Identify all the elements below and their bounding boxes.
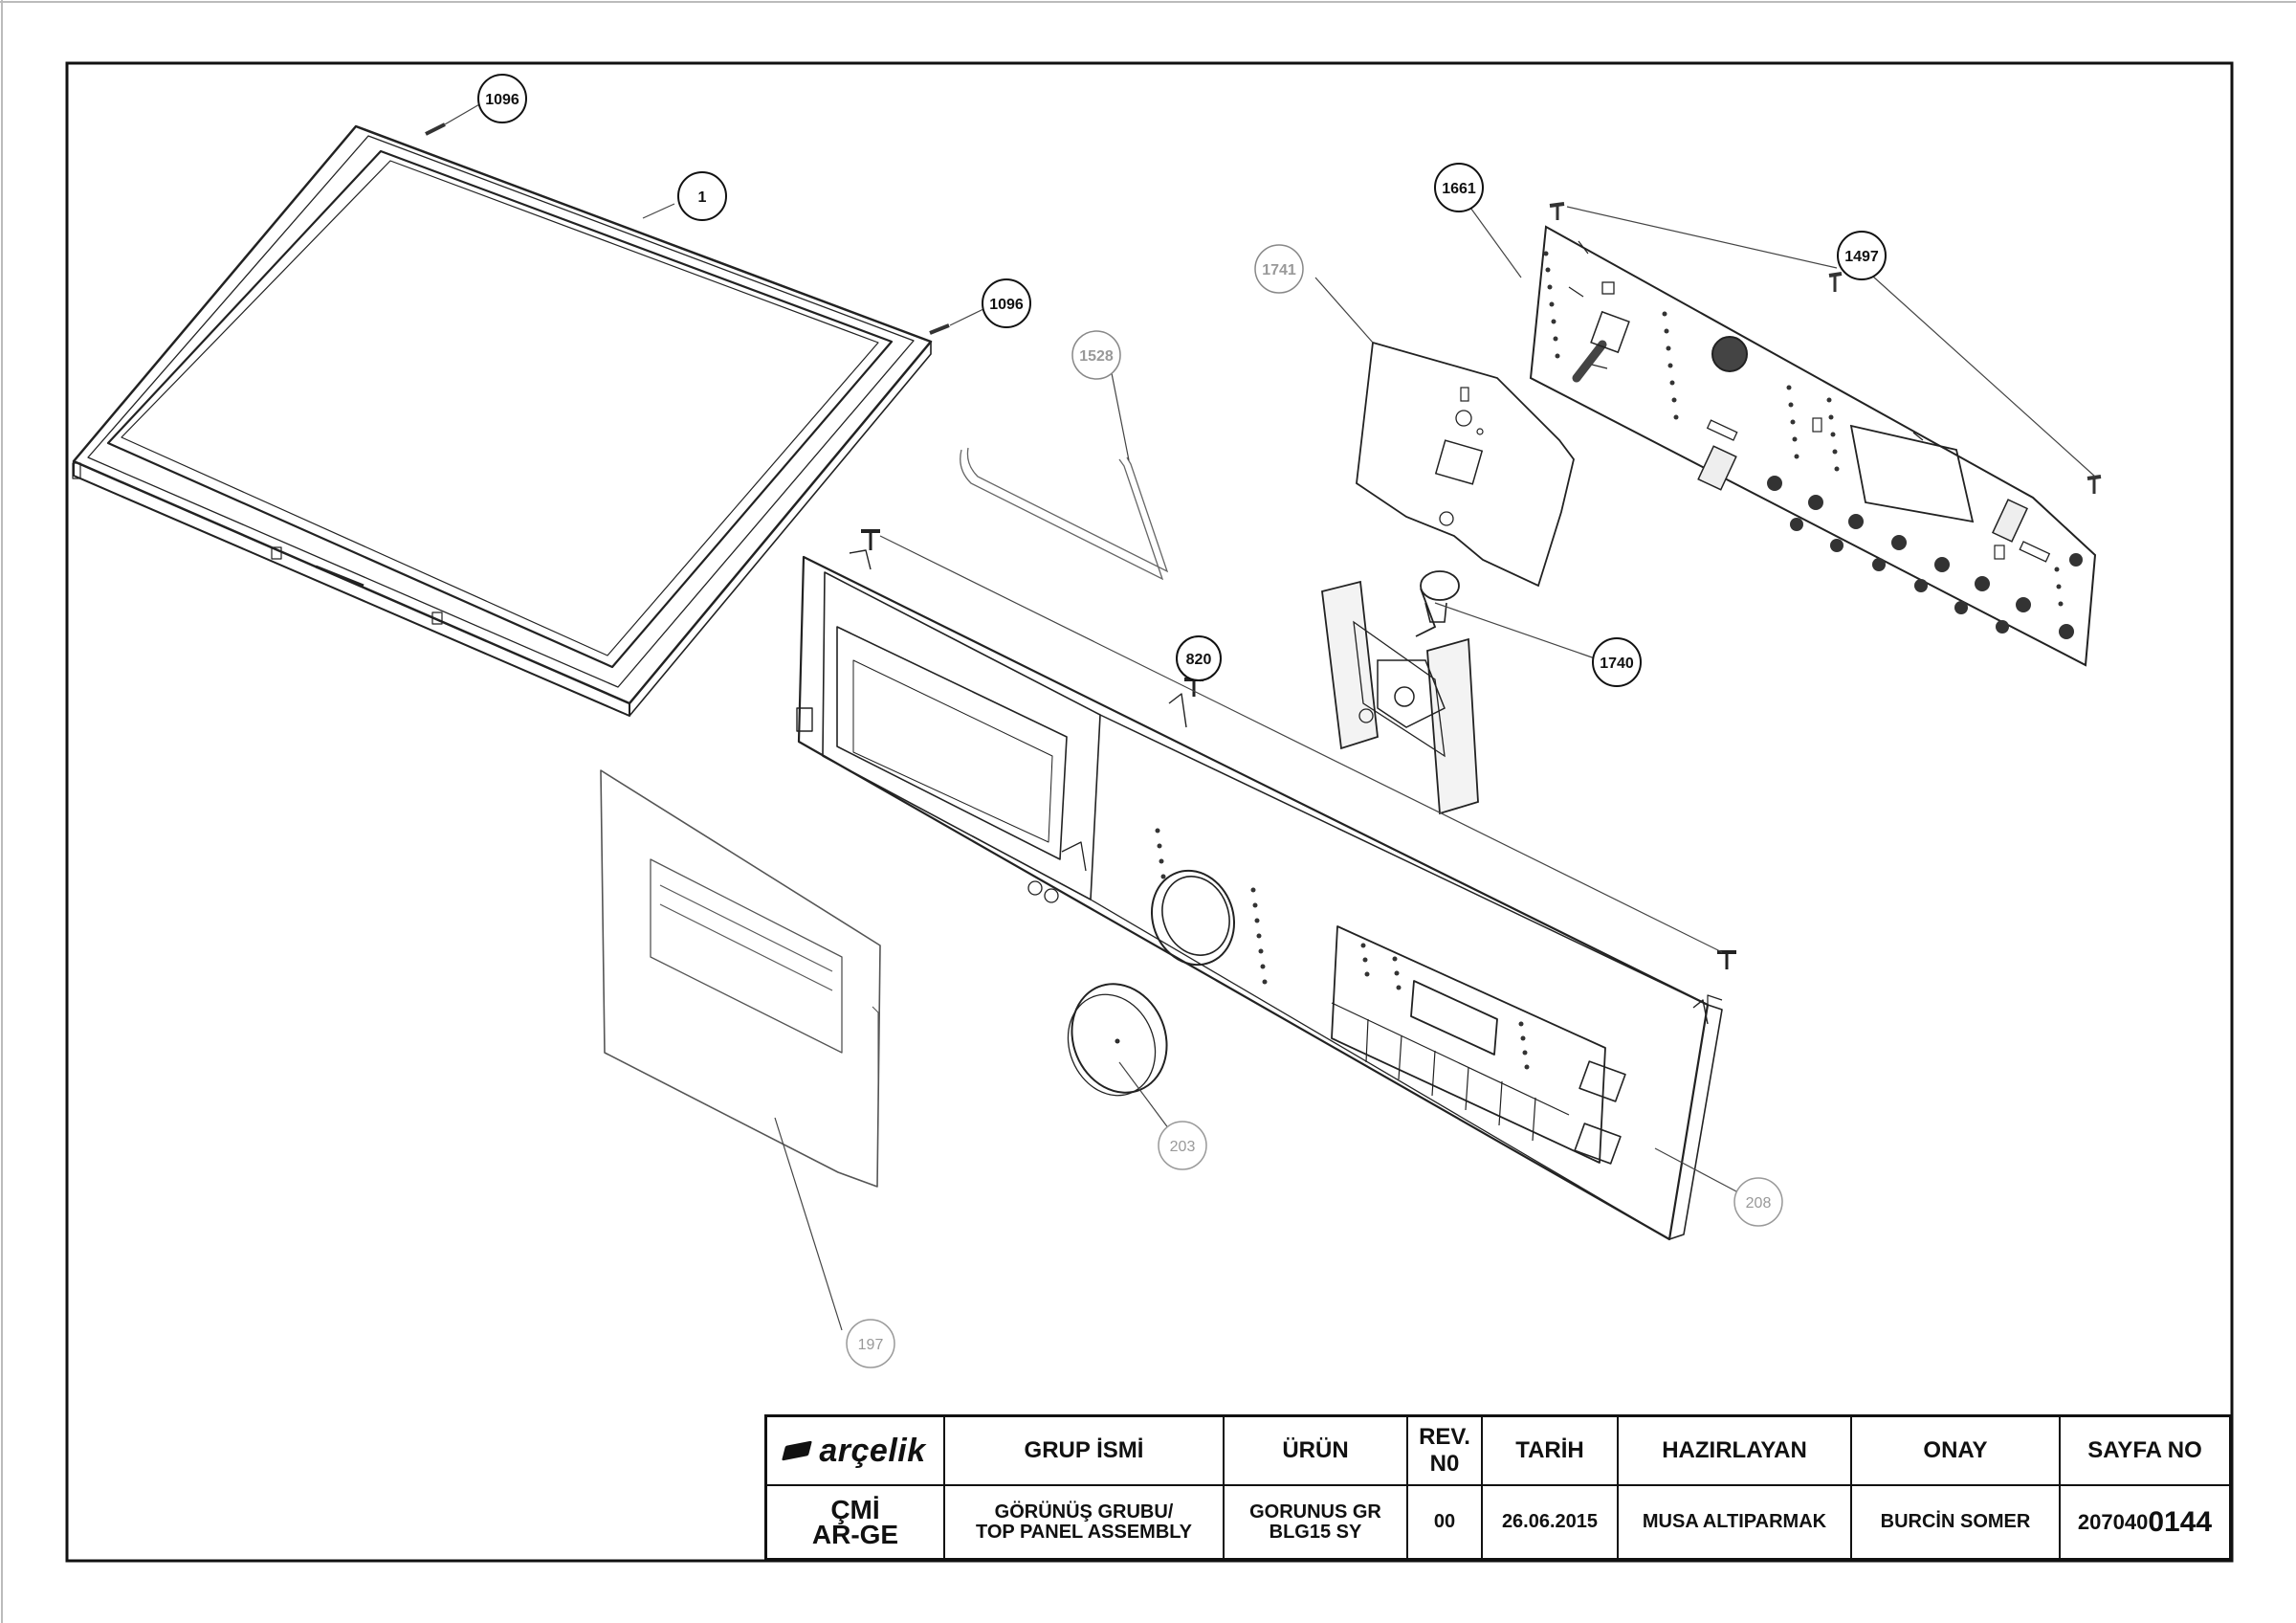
onay-value: BURCİN SOMER bbox=[1852, 1486, 2061, 1558]
callout-bubbles: 1096 1 1096 1661 1497 820 1740 bbox=[477, 74, 1887, 687]
svg-text:208: 208 bbox=[1746, 1195, 1772, 1212]
title-block: arçelik GRUP İSMİ ÜRÜN REV. N0 TARİH HAZ… bbox=[764, 1414, 2232, 1561]
drawing-frame bbox=[65, 61, 2234, 1563]
grup-value: GÖRÜNÜŞ GRUBU/ TOP PANEL ASSEMBLY bbox=[945, 1486, 1225, 1558]
brand-cell: arçelik bbox=[767, 1417, 945, 1486]
tarih-value: 26.06.2015 bbox=[1483, 1486, 1619, 1558]
knob-holder-part bbox=[1321, 570, 1479, 815]
callout-1528: 1528 bbox=[1071, 330, 1121, 380]
screw-1096-right bbox=[929, 323, 950, 335]
grup-header: GRUP İSMİ bbox=[945, 1417, 1225, 1486]
board-buttons bbox=[1767, 476, 2083, 639]
screw-820 bbox=[861, 529, 1736, 969]
arcelik-logo-icon bbox=[782, 1440, 813, 1461]
dept-cell: ÇMİ AR-GE bbox=[767, 1486, 945, 1558]
svg-text:820: 820 bbox=[1186, 652, 1212, 668]
callout-bubbles-light: 1528 1741 203 208 197 bbox=[846, 244, 1783, 1368]
control-board-part bbox=[1529, 225, 2097, 667]
front-panel-indicators bbox=[1155, 828, 1530, 1070]
urun-header: ÜRÜN bbox=[1225, 1417, 1408, 1486]
svg-text:203: 203 bbox=[1170, 1139, 1196, 1155]
svg-text:1528: 1528 bbox=[1079, 348, 1114, 365]
leader-lines bbox=[444, 102, 2096, 1331]
callout-203: 203 bbox=[1158, 1121, 1207, 1170]
svg-text:1096: 1096 bbox=[485, 92, 519, 108]
top-panel-part bbox=[72, 124, 933, 717]
callout-1096-right: 1096 bbox=[982, 278, 1031, 328]
knob-part bbox=[1067, 983, 1168, 1097]
callout-1661: 1661 bbox=[1434, 163, 1484, 212]
hazirlayan-value: MUSA ALTIPARMAK bbox=[1619, 1486, 1852, 1558]
onay-header: ONAY bbox=[1852, 1417, 2061, 1486]
sayfa-header: SAYFA NO bbox=[2061, 1417, 2229, 1486]
brand-name: arçelik bbox=[819, 1432, 926, 1469]
hose-part bbox=[960, 447, 1169, 581]
callout-820: 820 bbox=[1176, 635, 1222, 681]
callout-208: 208 bbox=[1733, 1177, 1783, 1227]
svg-text:1497: 1497 bbox=[1844, 249, 1879, 265]
rev-header: REV. N0 bbox=[1408, 1417, 1483, 1486]
svg-text:1740: 1740 bbox=[1600, 656, 1634, 672]
callout-1: 1 bbox=[677, 171, 727, 221]
screw-1497 bbox=[1549, 202, 2102, 494]
tarih-header: TARİH bbox=[1483, 1417, 1619, 1486]
callout-1096-top: 1096 bbox=[477, 74, 527, 123]
urun-value: GORUNUS GR BLG15 SY bbox=[1225, 1486, 1408, 1558]
rev-value: 00 bbox=[1408, 1486, 1483, 1558]
board-leds bbox=[1543, 251, 2064, 607]
svg-text:1096: 1096 bbox=[989, 297, 1024, 313]
hazirlayan-header: HAZIRLAYAN bbox=[1619, 1417, 1852, 1486]
screw-1096-left bbox=[425, 122, 446, 136]
front-panel-part bbox=[796, 549, 1723, 1241]
svg-text:197: 197 bbox=[858, 1337, 884, 1353]
callout-1497: 1497 bbox=[1837, 231, 1887, 280]
drawer-front-part bbox=[600, 769, 881, 1188]
callout-1740: 1740 bbox=[1592, 637, 1642, 687]
svg-text:1741: 1741 bbox=[1262, 262, 1296, 278]
callout-197: 197 bbox=[846, 1319, 895, 1368]
shield-plate-part bbox=[1356, 341, 1575, 588]
svg-text:1661: 1661 bbox=[1442, 181, 1476, 197]
callout-1741: 1741 bbox=[1254, 244, 1304, 294]
svg-text:1: 1 bbox=[698, 189, 707, 206]
